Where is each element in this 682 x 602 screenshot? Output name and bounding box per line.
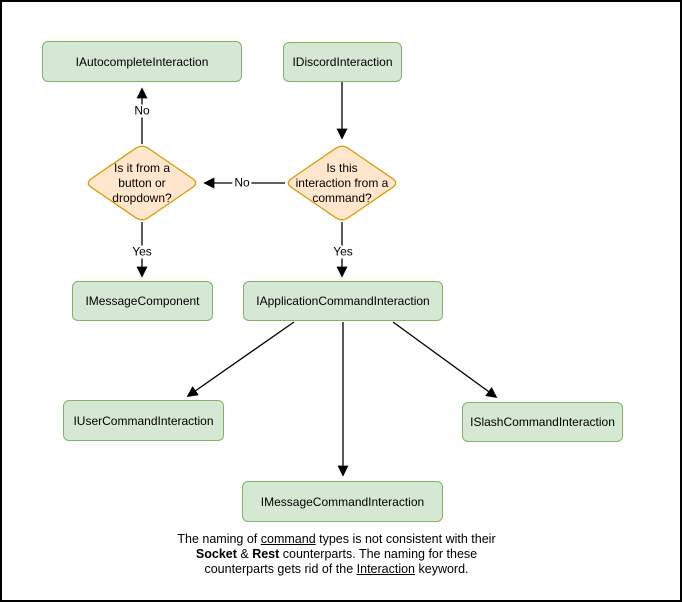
- node-decision-command: Is this interaction from a command?: [285, 144, 399, 222]
- node-idiscordinteraction: IDiscordInteraction: [283, 42, 402, 82]
- node-label: IAutocompleteInteraction: [75, 54, 209, 69]
- edge-label-no-autocomplete: No: [132, 103, 152, 118]
- note-line-2: Socket & Rest counterparts. The naming f…: [126, 547, 547, 562]
- naming-note: The naming of command types is not consi…: [126, 532, 547, 577]
- note-bold-socket: Socket: [195, 547, 237, 561]
- diamond-shape: [87, 145, 197, 221]
- note-text: The naming of: [177, 532, 261, 546]
- note-underlined-interaction: Interaction: [356, 562, 416, 576]
- node-islashcommandinteraction: ISlashCommandInteraction: [462, 402, 623, 442]
- node-label: IMessageComponent: [85, 294, 200, 308]
- edge-applicationcommand-to-usercommand: [186, 321, 295, 397]
- note-text: keyword.: [415, 562, 469, 576]
- edge-applicationcommand-to-slashcommand: [392, 321, 498, 398]
- node-iusercommandinteraction: IUserCommandInteraction: [63, 400, 224, 441]
- node-label: ISlashCommandInteraction: [470, 415, 615, 429]
- node-imessagecommandinteraction: IMessageCommandInteraction: [242, 481, 443, 522]
- node-label: IUserCommandInteraction: [73, 413, 214, 428]
- node-label: Is it from a button or dropdown?: [112, 160, 172, 205]
- edge-label-no-buttondropdown: No: [232, 175, 252, 190]
- node-label: IMessageCommandInteraction: [260, 494, 425, 509]
- note-line-3: counterparts gets rid of the Interaction…: [126, 562, 547, 577]
- node-label: Is this interaction from a command?: [295, 160, 389, 205]
- edge-label-yes-messagecomponent: Yes: [130, 244, 154, 259]
- note-text: counterparts gets rid of the: [204, 562, 357, 576]
- note-bold-rest: Rest: [252, 547, 280, 561]
- note-underlined-command: command: [260, 532, 316, 546]
- node-iautocompleteinteraction: IAutocompleteInteraction: [42, 41, 242, 82]
- edge-label-yes-applicationcommand: Yes: [331, 244, 355, 259]
- note-text: &: [236, 547, 253, 561]
- node-decision-button-dropdown: Is it from a button or dropdown?: [85, 144, 199, 222]
- node-iapplicationcommandinteraction: IApplicationCommandInteraction: [243, 281, 443, 321]
- node-label: IApplicationCommandInteraction: [256, 294, 430, 308]
- node-imessagecomponent: IMessageComponent: [72, 281, 213, 321]
- diamond-shape: [287, 145, 397, 221]
- note-text: types is not consistent with their: [315, 532, 496, 546]
- note-text: counterparts. The naming for these: [279, 547, 478, 561]
- node-label: IDiscordInteraction: [292, 55, 393, 69]
- note-line-1: The naming of command types is not consi…: [126, 532, 547, 547]
